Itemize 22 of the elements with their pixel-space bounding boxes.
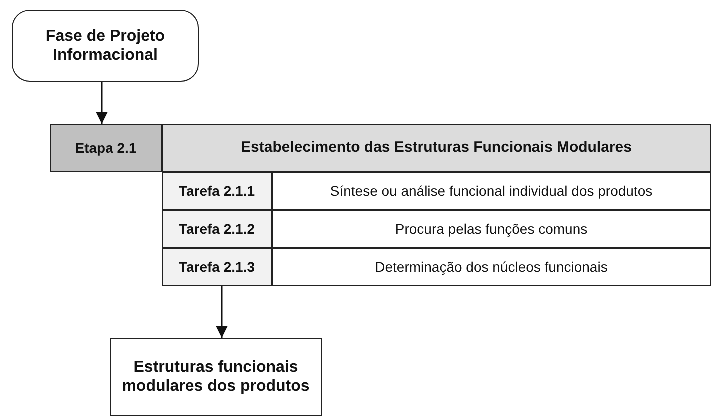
cell-text: Procura pelas funções comuns <box>395 220 588 238</box>
cell-text: Fase de Projeto Informacional <box>44 26 166 66</box>
arrow <box>216 286 228 338</box>
cell-text: Estabelecimento das Estruturas Funcionais Modulares <box>241 139 632 157</box>
task-description-cell <box>272 248 711 286</box>
cell-text: Estruturas funcionais modulares dos produtos <box>121 358 311 396</box>
cell-text: Etapa 2.1 <box>75 140 137 156</box>
task-cell <box>162 248 272 286</box>
phase-box <box>12 10 199 82</box>
cell-text: Síntese ou análise funcional individual dos produtos <box>330 182 653 200</box>
task-cell <box>162 210 272 248</box>
stage-cell <box>50 124 162 172</box>
cell-text: Tarefa 2.1.1 <box>178 182 255 200</box>
stage-title-cell <box>162 124 711 172</box>
task-description-cell <box>272 210 711 248</box>
cell-text: Tarefa 2.1.2 <box>178 220 255 238</box>
cell-text: Tarefa 2.1.3 <box>178 258 255 276</box>
arrow <box>96 82 108 124</box>
task-cell <box>162 172 272 210</box>
task-description-cell <box>272 172 711 210</box>
cell-text: Determinação dos núcleos funcionais <box>375 258 608 276</box>
output-box <box>110 338 322 416</box>
